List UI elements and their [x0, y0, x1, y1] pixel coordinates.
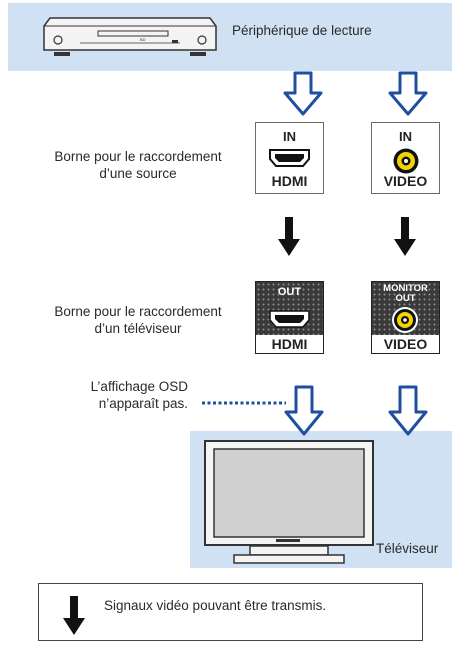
source-caption-line2: d’une source	[99, 166, 177, 181]
rca-jack-icon	[392, 307, 418, 333]
open-arrow-video-top	[388, 71, 428, 116]
osd-note-line1: L’affichage OSD	[90, 379, 188, 394]
playback-device-label: Périphérique de lecture	[232, 23, 372, 38]
osd-note: L’affichage OSD n’apparaît pas.	[60, 378, 188, 412]
television-label: Téléviseur	[376, 541, 439, 556]
video-out-top-line2: OUT	[395, 293, 416, 304]
hdmi-out-bottom-label: HDMI	[256, 335, 323, 353]
hdmi-in-port: IN HDMI	[255, 122, 324, 194]
source-caption-line1: Borne pour le raccordement	[54, 149, 222, 164]
video-in-bottom-label: VIDEO	[383, 173, 428, 189]
osd-dotted-line	[202, 401, 286, 405]
hdmi-in-bottom-label: HDMI	[271, 173, 308, 189]
open-arrow-hdmi-top	[283, 71, 323, 116]
tv-terminal-caption: Borne pour le raccordement d’un télévise…	[30, 303, 246, 337]
blu-ray-player-icon: BD	[43, 17, 217, 56]
rca-jack-icon	[393, 148, 419, 174]
hdmi-connector-icon	[269, 310, 310, 328]
hdmi-in-top-label: IN	[283, 129, 296, 144]
hdmi-connector-icon	[269, 149, 310, 167]
video-out-top-label: MONITOR OUT	[372, 284, 439, 304]
video-in-top-label: IN	[399, 129, 412, 144]
source-terminal-caption: Borne pour le raccordement d’une source	[30, 148, 246, 182]
hdmi-out-port: OUT HDMI	[255, 281, 324, 354]
television-icon	[204, 440, 374, 564]
legend-solid-arrow-icon	[63, 596, 85, 635]
video-out-bottom-label: VIDEO	[372, 335, 439, 353]
video-monitor-out-port: MONITOR OUT VIDEO	[371, 281, 440, 354]
open-arrow-video-bottom	[388, 385, 428, 436]
hdmi-out-top-label: OUT	[277, 286, 302, 298]
osd-note-line2: n’apparaît pas.	[98, 396, 188, 411]
solid-arrow-video	[394, 217, 416, 256]
legend-text: Signaux vidéo pouvant être transmis.	[104, 598, 327, 613]
video-in-port: IN VIDEO	[371, 122, 440, 194]
open-arrow-hdmi-bottom	[284, 385, 324, 436]
solid-arrow-hdmi	[278, 217, 300, 256]
video-out-top-line1: MONITOR	[383, 283, 428, 294]
tv-caption-line1: Borne pour le raccordement	[54, 304, 222, 319]
tv-caption-line2: d’un téléviseur	[94, 321, 182, 336]
legend-box	[38, 583, 423, 641]
svg-text:BD: BD	[140, 37, 146, 42]
